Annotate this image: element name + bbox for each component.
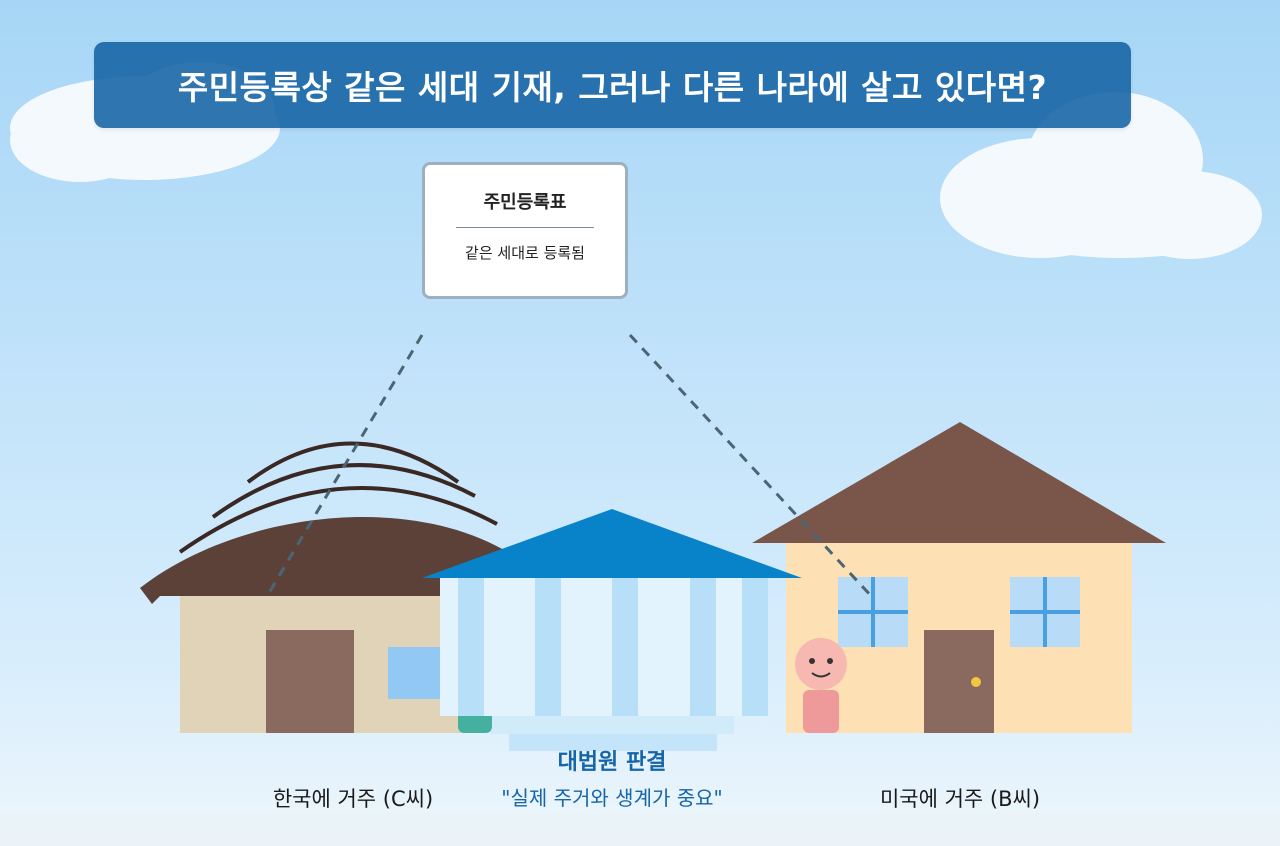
court-step-2 — [490, 716, 734, 734]
court-title: 대법원 판결 — [557, 750, 667, 775]
court-column-2 — [535, 576, 561, 716]
ground — [0, 812, 1280, 846]
usa-house-roof — [752, 422, 1166, 543]
usa-window-left — [838, 577, 908, 647]
person-figure — [795, 638, 847, 733]
court-column-3 — [612, 576, 638, 716]
supreme-court-building — [422, 509, 802, 751]
page-title: 주민등록상 같은 세대 기재, 그러나 다른 나라에 살고 있다면? — [94, 42, 1131, 128]
signal-arc-2 — [211, 463, 476, 519]
registration-card-text: 같은 세대로 등록됨 — [465, 244, 585, 262]
cloud-right — [940, 92, 1262, 259]
court-quote: "실제 주거와 생계가 중요" — [501, 786, 723, 810]
link-line-usa — [628, 333, 875, 600]
registration-card: 주민등록표 같은 세대로 등록됨 — [422, 162, 628, 299]
registration-card-divider — [456, 227, 594, 228]
korea-house-door — [266, 630, 354, 733]
court-base-accent — [458, 716, 492, 733]
link-line-korea — [264, 334, 424, 599]
korea-house — [140, 441, 520, 733]
usa-house-door — [924, 630, 994, 733]
usa-house — [752, 422, 1166, 733]
court-roof — [422, 509, 802, 578]
usa-door-knob — [971, 677, 981, 687]
signal-arc-1 — [178, 486, 498, 554]
court-body — [440, 576, 768, 716]
court-column-4 — [690, 576, 716, 716]
court-column-1 — [458, 576, 484, 716]
korea-house-label: 한국에 거주 (C씨) — [272, 787, 434, 811]
korea-house-roof — [140, 517, 520, 604]
signal-arc-3 — [246, 441, 460, 484]
court-step-1 — [509, 733, 717, 751]
korea-house-window — [388, 647, 440, 699]
court-column-5 — [742, 576, 768, 716]
usa-window-right — [1010, 577, 1080, 647]
registration-card-title: 주민등록표 — [483, 192, 567, 213]
usa-house-label: 미국에 거주 (B씨) — [879, 787, 1041, 811]
